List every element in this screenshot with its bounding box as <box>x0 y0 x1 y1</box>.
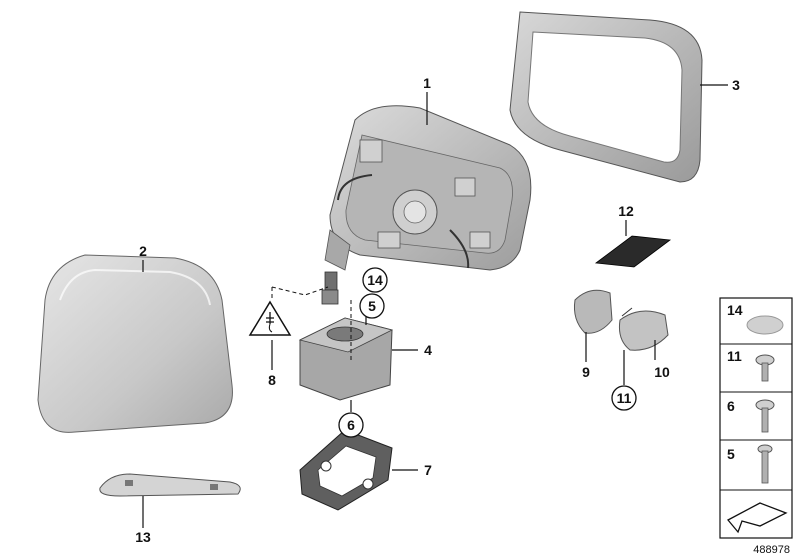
callout-8: 8 <box>268 372 276 388</box>
callout-5: 5 <box>368 298 376 314</box>
connection-dashed-lines <box>271 286 352 360</box>
callout-labels: 1 2 3 4 5 6 7 8 9 10 11 12 13 14 <box>135 75 740 545</box>
callout-9: 9 <box>582 364 590 380</box>
screw-short-icon <box>755 354 775 382</box>
callout-11: 11 <box>617 390 632 406</box>
direction-arrow-icon <box>726 502 788 534</box>
gasket-part <box>299 429 393 511</box>
callout-3: 3 <box>732 77 740 93</box>
callout-13: 13 <box>135 529 151 545</box>
screw-long-icon <box>757 444 773 484</box>
electrical-warning-icon <box>248 300 292 336</box>
callout-4: 4 <box>424 342 432 358</box>
disc-icon <box>746 315 784 335</box>
callout-6-circle <box>338 412 364 438</box>
legend-box <box>719 297 793 539</box>
mirror-housing-part <box>321 105 532 305</box>
legend-label-14: 14 <box>727 302 743 318</box>
small-housing-part <box>619 307 669 351</box>
diagram-id: 488978 <box>753 544 790 556</box>
legend-label-5: 5 <box>727 446 735 462</box>
mirror-cap-part <box>37 254 233 433</box>
callout-6: 6 <box>347 417 355 433</box>
mirror-base-part <box>298 317 394 401</box>
callout-1: 1 <box>423 75 431 91</box>
mirror-frame-part <box>509 11 703 183</box>
callout-5-circle <box>359 293 385 319</box>
fastener-legend: 14 11 6 5 <box>719 297 793 539</box>
callout-10: 10 <box>654 364 670 380</box>
callout-12: 12 <box>618 203 634 219</box>
small-cap-part <box>574 289 613 334</box>
pad-part <box>594 235 672 268</box>
callout-14-circle <box>362 267 388 293</box>
trim-strip-part <box>99 473 241 497</box>
callout-2: 2 <box>139 243 147 259</box>
callout-7: 7 <box>424 462 432 478</box>
screw-medium-icon <box>755 399 775 433</box>
legend-label-6: 6 <box>727 398 735 414</box>
legend-label-11: 11 <box>727 348 742 364</box>
callout-11-circle <box>611 385 637 411</box>
callout-14: 14 <box>367 272 383 288</box>
